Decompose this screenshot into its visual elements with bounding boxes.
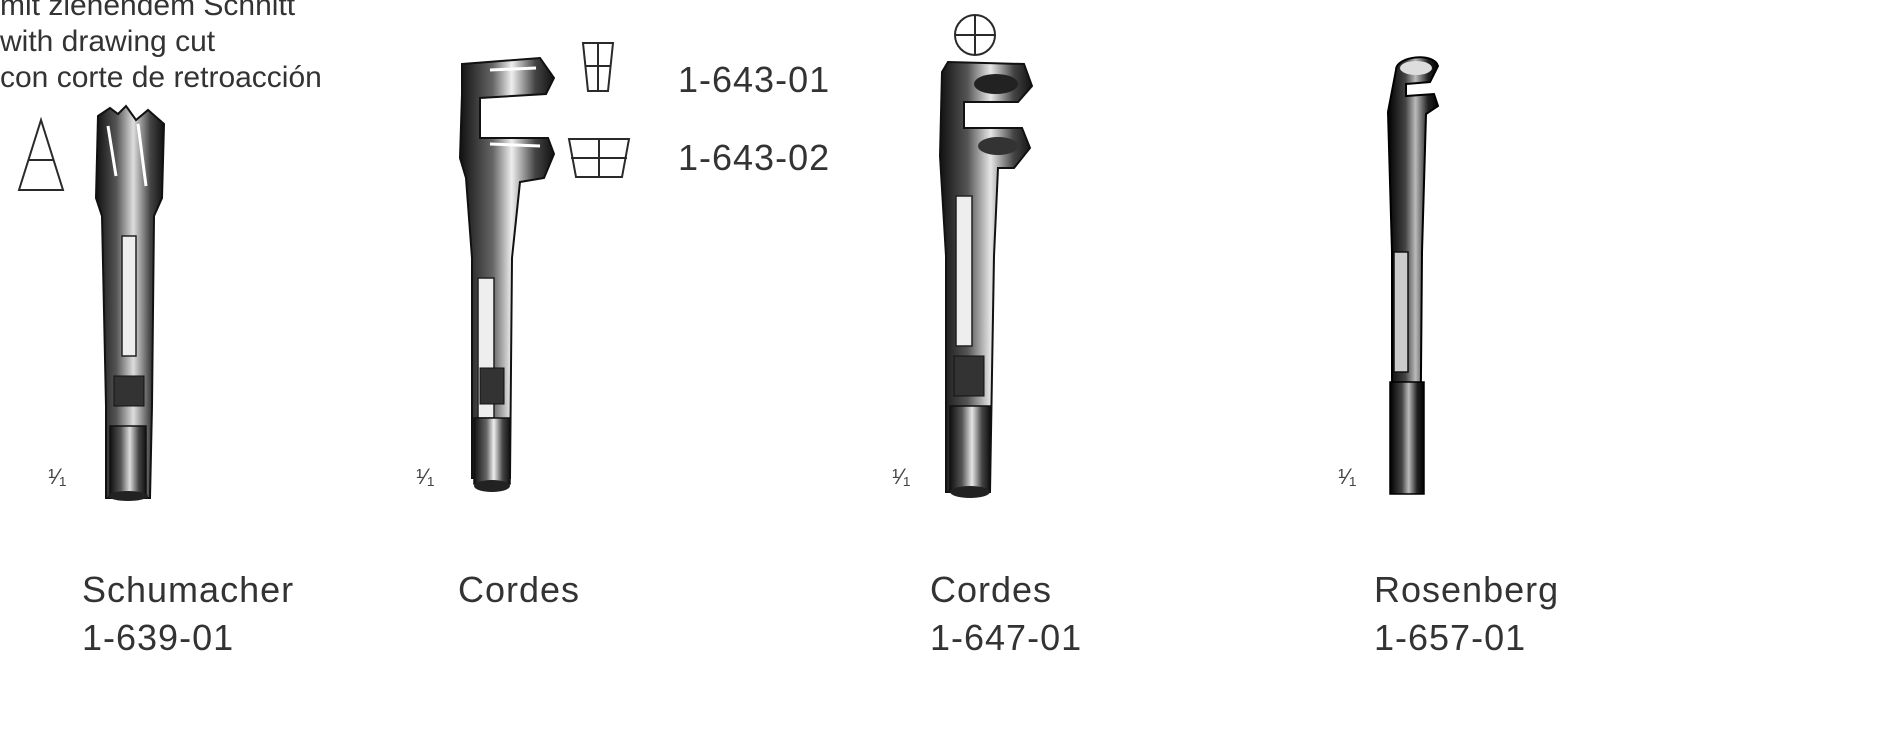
caption-german: mit ziehendem Schnitt [0, 0, 296, 22]
scale-marker: ¹⁄₁ [892, 464, 911, 489]
caption: mit ziehendem Schnitt with drawing cut c… [0, 0, 322, 96]
rosenberg-instrument-illustration [1386, 56, 1440, 495]
caption-spanish: con corte de retroacción [0, 61, 322, 94]
instrument-code: 1-647-01 [930, 617, 1083, 658]
instrument-name: Rosenberg [1374, 569, 1560, 610]
circle-cross-icon [954, 14, 996, 56]
caption-english: with drawing cut [0, 25, 216, 58]
schumacher-instrument-illustration [94, 104, 166, 501]
narrow-trapezoid-cross-icon [581, 42, 615, 92]
scale-marker: ¹⁄₁ [416, 464, 435, 489]
cordes-instrument-illustration [458, 56, 556, 492]
instrument-name: Cordes [930, 569, 1053, 610]
variant-code: 1-643-02 [678, 137, 831, 178]
wide-trapezoid-cross-icon [567, 138, 631, 178]
instrument-name: Schumacher [82, 569, 295, 610]
instrument-code: 1-657-01 [1374, 617, 1527, 658]
scale-marker: ¹⁄₁ [1338, 464, 1357, 489]
cordes-round-instrument-illustration [938, 60, 1034, 498]
triangle-cut-icon [17, 116, 65, 191]
variant-code: 1-643-01 [678, 59, 831, 100]
instrument-name: Cordes [458, 569, 581, 610]
instrument-code: 1-639-01 [82, 617, 235, 658]
scale-marker: ¹⁄₁ [48, 464, 67, 489]
